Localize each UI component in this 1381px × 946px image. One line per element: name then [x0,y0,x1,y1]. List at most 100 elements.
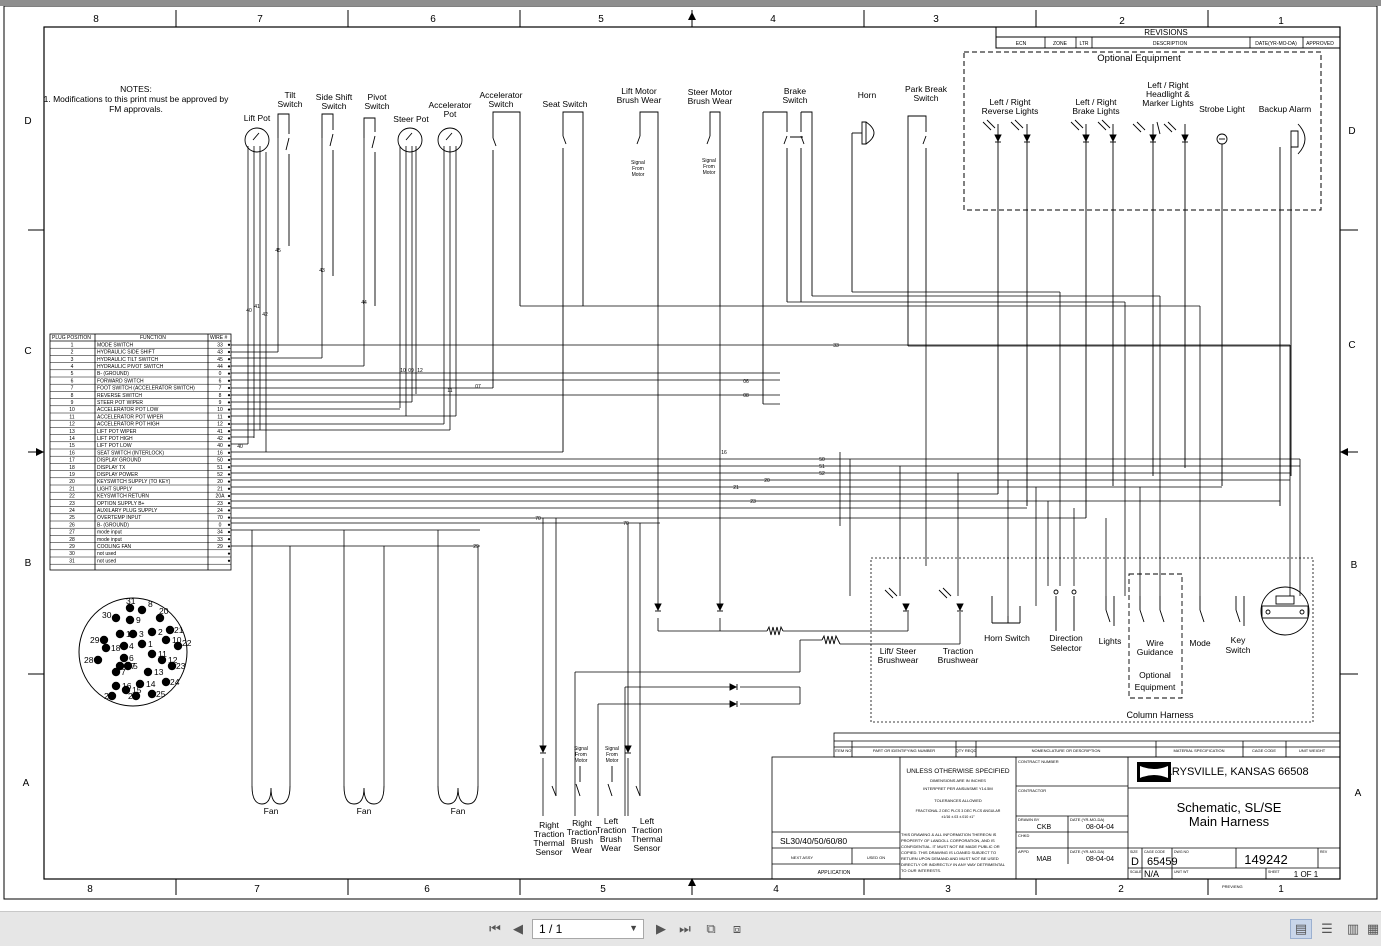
steer-motor-brush-label-2: Brush Wear [688,96,733,106]
tb-contract-no: CONTRACT NUMBER [1018,759,1059,764]
zone-top-3: 3 [933,14,939,25]
tb-models: SL30/40/50/60/80 [780,836,847,846]
plug-pin-dot [227,516,231,519]
plug-pin-dot [227,494,231,498]
zone-bottom-1: 1 [1278,884,1284,895]
left-thermal-1: Left [640,816,655,826]
previous-page-button[interactable]: ◀ [507,919,529,939]
schematic-svg: 8 7 6 5 4 3 2 1 8 7 6 5 4 3 2 1 D C B A … [3,6,1378,900]
plug-wire-cell: 50 [217,458,223,464]
plug-wire-cell: 0 [219,522,222,528]
zone-top-1: 1 [1278,16,1284,27]
plug-wire-cell: 44 [217,364,223,370]
outer-border [3,6,1378,900]
plug-wire-cell: 29 [217,544,223,550]
steer-pot-icon [397,127,423,153]
right-brush-4: Wear [572,845,592,855]
lift-steer-label-2: Brushwear [878,655,919,665]
reverse-light-diode-icon [982,119,1031,143]
plug-function-cell: KEYSWITCH RETURN [97,494,149,500]
plug-wire-cell: 12 [217,422,223,428]
row-right-d: D [1348,126,1355,137]
row-right-a: A [1355,788,1362,799]
left-thermal-4: Sensor [634,843,661,853]
signal-lift-1: Signal [631,160,645,166]
fit-page-button[interactable]: ⧉ [700,919,722,939]
signal-right-2: From [575,752,587,758]
connector-pin [161,635,171,645]
revisions-title: REVISIONS [1144,28,1188,37]
diode-steer-icon [716,603,724,612]
horn-icon [851,121,875,292]
wire-labels: 45 43 44 40 41 42 10 09 12 11 07 06 08 3… [237,248,839,550]
connector-plug-icon: 1234567891011121314151617181920212223242… [78,596,192,707]
plug-function-cell: MODE SWITCH [97,342,133,348]
right-thermal-2: Traction [534,829,565,839]
plug-function-cell: OVERTEMP INPUT [97,515,141,521]
plug-wire-cell: 7 [219,386,222,392]
tb-cage-code-col: CAGE CODE [1252,748,1276,753]
steer-pot-label: Steer Pot [393,114,429,124]
strobe-light-icon [1216,133,1228,145]
bottom-sensor-labels: Right Traction Thermal Sensor Right Trac… [533,816,662,857]
zone-bottom-6: 6 [424,884,430,895]
plug-wire-cell: 24 [217,508,223,514]
connector-pin-label: 17 [126,661,136,671]
left-brush-4: Wear [601,843,621,853]
connector-pin-label: 23 [176,661,186,671]
fans [251,785,479,805]
tb-tolerances: TOLERANCES ALLOWED [934,798,982,803]
zone-labels: 8 7 6 5 4 3 2 1 8 7 6 5 4 3 2 1 D C B A … [23,14,1362,895]
resistor-1-icon [766,625,784,636]
plug-function-cell: SEAT SWITCH (INTERLOCK) [97,450,164,456]
column-harness-box [870,557,1314,723]
accelerator-switch-label-1: Accelerator [480,90,523,100]
signal-right-3: Motor [575,758,588,764]
wire-16: 16 [721,450,727,456]
connector-pin [115,661,125,671]
tb-sheet-label: SHEET [1268,870,1281,874]
tb-prev-eng: PREV/ENG [1222,884,1243,889]
fit-width-button[interactable]: ⧈ [726,919,748,939]
left-thermal-3: Thermal [631,834,662,844]
wire-10: 10 [400,368,406,374]
plug-wire-cell: 20 [217,479,223,485]
lift-pot-icon [244,127,270,153]
plug-position-cell: 31 [69,558,75,564]
plug-position-cell: 19 [69,472,75,478]
single-page-view-button[interactable]: ▤ [1290,919,1312,939]
passive-components [539,603,841,797]
signal-steer-3: Motor [703,170,716,176]
row-left-c: C [24,346,31,357]
plug-position-cell: 9 [71,400,74,406]
continuous-view-button[interactable]: ☰ [1316,919,1338,939]
horn-label: Horn [858,90,877,100]
plug-function-cell: mode input [97,537,122,543]
zone-bottom-7: 7 [254,884,260,895]
first-page-button[interactable]: ⏮ [484,919,506,939]
two-page-view-button[interactable]: ▥ [1342,919,1364,939]
plug-function-cell: ACCELERATOR POT HIGH [97,422,160,428]
wire-guidance-label-2: Guidance [1137,647,1174,657]
connector-pin-label: 28 [84,655,94,665]
plug-pin-dot [227,480,231,483]
connector-pin [119,653,129,663]
tb-property-5: RETURN UPON DEMAND AND MUST NOT BE USED [901,856,999,861]
plug-wire-cell: 0 [219,371,222,377]
page-selector[interactable]: 1 / 1 ▼ [532,919,644,939]
wire-07: 07 [475,384,481,390]
left-brush-1: Left [604,816,619,826]
plug-position-cell: 2 [71,350,74,356]
two-page-continuous-button[interactable]: ▦ [1362,919,1381,939]
key-switch-label-2: Switch [1225,645,1250,655]
next-page-button[interactable]: ▶ [650,919,672,939]
connector-pin [107,691,117,701]
plug-pin-dot [227,559,231,562]
plug-function-cell: KEYSWITCH SUPPLY (TO KEY) [97,479,171,485]
last-page-button[interactable]: ⏭ [674,919,696,939]
tb-rev-label: REV [1320,850,1328,854]
plug-position-cell: 13 [69,429,75,435]
plug-pin-dot [227,451,231,454]
plug-header-wire: WIRE # [210,335,227,341]
brake-switch-label-2: Switch [782,95,807,105]
